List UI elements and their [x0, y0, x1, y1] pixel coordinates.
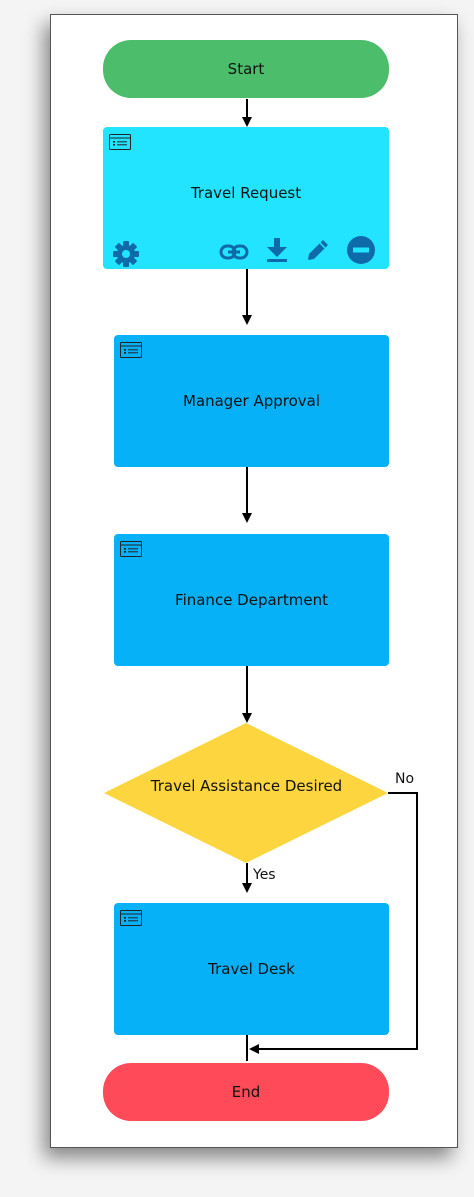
list-icon: [120, 541, 142, 557]
list-icon: [109, 134, 131, 150]
edge-label-yes: Yes: [253, 867, 276, 883]
task-travel-desk[interactable]: Travel Desk: [103, 892, 389, 1035]
link-icon[interactable]: [219, 241, 249, 263]
decision-node[interactable]: [104, 723, 389, 863]
end-node[interactable]: End: [103, 1063, 389, 1121]
task-stack-back: [103, 892, 378, 1024]
task-stack-back: [103, 324, 378, 456]
pencil-icon[interactable]: [305, 237, 331, 263]
list-icon: [120, 910, 142, 926]
edge-decision-no[interactable]: [249, 792, 418, 1054]
end-label: End: [231, 1083, 261, 1101]
task-label: Travel Request: [190, 184, 302, 202]
start-node[interactable]: Start: [103, 40, 389, 98]
task-finance-department[interactable]: Finance Department: [103, 523, 389, 666]
remove-icon[interactable]: [346, 235, 376, 265]
download-icon[interactable]: [265, 237, 289, 263]
list-icon: [120, 342, 142, 358]
edge-label-no: No: [395, 771, 415, 787]
task-label: Travel Desk: [208, 960, 295, 978]
task-travel-request[interactable]: Travel Request: [103, 127, 389, 269]
connectors: [242, 99, 418, 1061]
task-label: Manager Approval: [182, 392, 321, 410]
decision-label: Travel Assistance Desired: [150, 777, 343, 795]
gear-icon[interactable]: [111, 239, 141, 269]
diagram-canvas: Start Travel Request: [50, 14, 458, 1148]
task-manager-approval[interactable]: Manager Approval: [103, 324, 389, 467]
start-label: Start: [227, 60, 265, 78]
task-stack-back: [103, 523, 378, 655]
task-label: Finance Department: [175, 591, 328, 609]
